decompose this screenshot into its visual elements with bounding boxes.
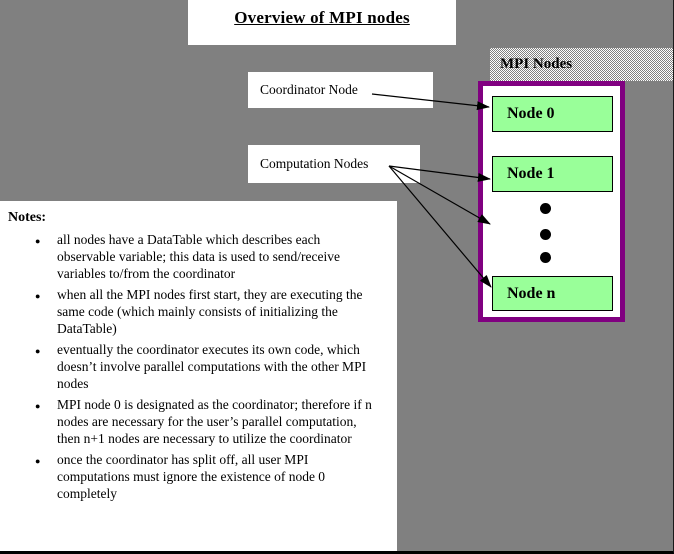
node-1-label: Node 1	[507, 165, 555, 182]
note-item: eventually the coordinator executes its …	[35, 341, 389, 392]
note-item: once the coordinator has split off, all …	[35, 451, 389, 502]
title-box: Overview of MPI nodes	[188, 0, 456, 45]
arrow-computation-to-noden	[388, 165, 492, 288]
page-title: Overview of MPI nodes	[234, 8, 410, 27]
ellipsis-dot	[540, 203, 551, 214]
note-item: all nodes have a DataTable which describ…	[35, 231, 389, 282]
node-0-label: Node 0	[507, 105, 555, 122]
coordinator-node-label: Coordinator Node	[260, 82, 358, 97]
note-item: MPI node 0 is designated as the coordina…	[35, 396, 389, 447]
mpi-nodes-header: MPI Nodes	[490, 48, 673, 81]
node-0-box: Node 0	[492, 96, 613, 132]
ellipsis-dot	[540, 229, 551, 240]
notes-box: Notes: all nodes have a DataTable which …	[0, 201, 397, 551]
computation-nodes-label: Computation Nodes	[260, 156, 369, 171]
computation-nodes-callout: Computation Nodes	[248, 145, 420, 183]
mpi-nodes-header-label: MPI Nodes	[500, 56, 573, 72]
node-n-box: Node n	[492, 276, 613, 311]
node-1-box: Node 1	[492, 156, 613, 192]
ellipsis-dot	[540, 252, 551, 263]
node-n-label: Node n	[507, 284, 556, 302]
coordinator-node-callout: Coordinator Node	[248, 72, 433, 108]
notes-list: all nodes have a DataTable which describ…	[8, 231, 389, 502]
notes-heading: Notes:	[8, 210, 47, 225]
note-item: when all the MPI nodes first start, they…	[35, 286, 389, 337]
